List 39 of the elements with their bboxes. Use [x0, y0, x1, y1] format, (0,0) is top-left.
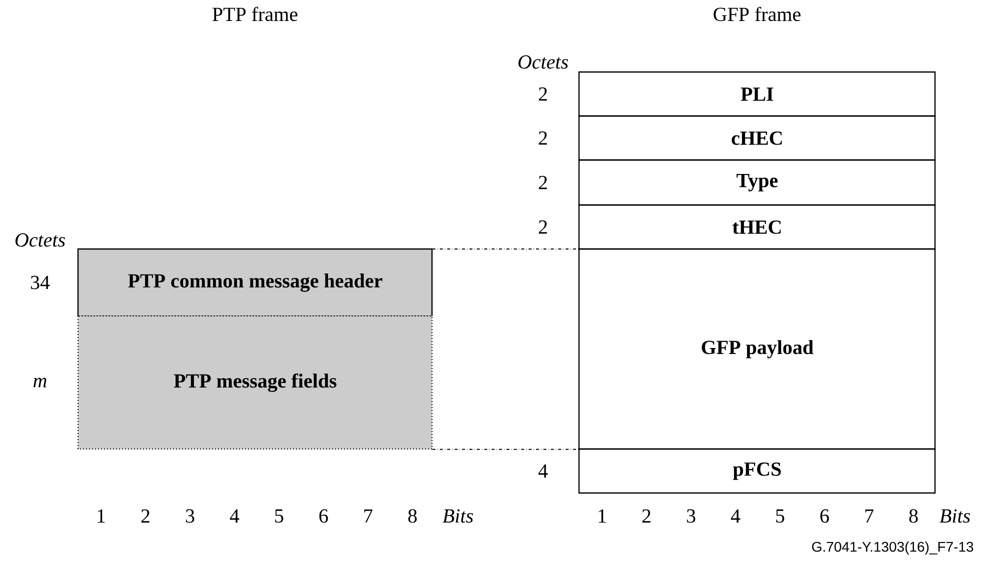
octet-count: 2 [538, 220, 547, 234]
octet-count: 2 [538, 131, 547, 145]
field-box: GFP payload [578, 248, 936, 450]
octet-count: 2 [538, 176, 547, 190]
field-box: Type [578, 159, 936, 206]
bit-number: 8 [408, 509, 417, 523]
bit-number: 8 [909, 509, 918, 523]
field-box: tHEC [578, 204, 936, 250]
bit-number: 4 [230, 509, 240, 523]
bit-number: 5 [776, 509, 784, 523]
bit-number: 4 [730, 509, 740, 523]
bit-number: 3 [186, 509, 194, 523]
frame-title: GFP frame [714, 6, 800, 22]
bit-number: 5 [275, 509, 284, 523]
octet-count: m [34, 378, 46, 388]
bit-number: 2 [642, 509, 650, 523]
figure-id: G.7041-Y.1303(16)_F7-13 [812, 541, 974, 555]
octet-count: 4 [538, 464, 548, 478]
bit-number: 1 [98, 509, 105, 523]
bit-number: 6 [820, 509, 829, 523]
bit-number: 6 [319, 509, 328, 523]
field-box: PTP common message header [77, 248, 433, 316]
bit-number: 2 [141, 509, 150, 523]
axis-label: Bits [442, 509, 473, 523]
axis-label: Octets [518, 55, 568, 69]
field-box: PLI [578, 71, 936, 117]
mapping-line [432, 448, 580, 450]
bit-number: 1 [598, 509, 606, 523]
field-box: cHEC [578, 115, 936, 161]
bit-number: 7 [364, 509, 372, 523]
axis-label: Octets [15, 233, 65, 247]
frame-title: PTP frame [212, 6, 298, 22]
octet-count: 34 [30, 276, 50, 290]
field-box: pFCS [578, 448, 936, 494]
octet-count: 2 [538, 87, 547, 101]
bit-number: 3 [686, 509, 696, 523]
axis-label: Bits [940, 509, 970, 523]
node-label: PTP common message header [128, 274, 382, 292]
mapping-line [432, 248, 580, 250]
